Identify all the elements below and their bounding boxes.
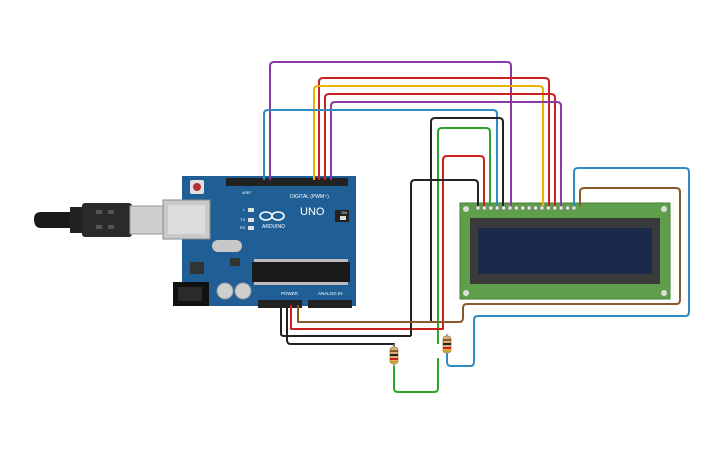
wire-yellow [313, 85, 544, 206]
aref-label: AREF [242, 191, 251, 195]
lcd-pin [494, 205, 500, 211]
digital-header-label: DIGITAL (PWM~) [290, 194, 329, 200]
wire-black-lower [280, 179, 479, 346]
lcd-pin [533, 205, 538, 211]
lcd-pin [571, 205, 577, 211]
wire-red-inner [324, 93, 556, 206]
wire-green [393, 127, 491, 393]
wires [263, 61, 690, 393]
lcd-pin [482, 205, 487, 211]
wire-purple-inner [330, 101, 562, 206]
lcd-pin [507, 205, 513, 211]
lcd-pin [488, 205, 494, 211]
wire-black-top [430, 117, 504, 322]
wire-blue-top [263, 109, 498, 206]
power-header-label: POWER [281, 291, 299, 296]
lcd-screen [478, 228, 652, 274]
arduino-uno-board: UNO ARDUINO DIGITAL (PWM~) POWER ANALOG … [162, 176, 356, 308]
wire-red-outer [318, 77, 550, 206]
lcd-pin [546, 205, 551, 211]
wire-purple-outer [269, 61, 512, 206]
lcd-pin [552, 205, 558, 211]
led-label-tx: TX [240, 217, 245, 222]
lcd-pin [539, 205, 545, 211]
board-model-label: UNO [300, 206, 325, 218]
analog-header-label: ANALOG IN [318, 291, 343, 296]
led-label-l: L [243, 207, 246, 212]
lcd-pin [558, 205, 564, 211]
arduino-logo-icon [259, 211, 285, 221]
lcd-pin [520, 205, 526, 211]
lcd-pin [565, 205, 570, 211]
lcd-pin [475, 205, 481, 211]
resistor-left [389, 344, 399, 366]
led-label-rx: RX [240, 225, 246, 230]
lcd-pin [526, 205, 532, 211]
lcd-pin [514, 205, 519, 211]
wire-red-lower [290, 155, 485, 330]
lcd-pin [501, 205, 506, 211]
wire-blue-right [446, 167, 690, 367]
resistor-right [442, 334, 452, 354]
board-logo-label: ARDUINO [262, 224, 285, 230]
on-led-label: ON [341, 210, 347, 215]
usb-cable [34, 203, 167, 237]
lcd-module [459, 202, 671, 300]
wire-brown [297, 187, 681, 323]
